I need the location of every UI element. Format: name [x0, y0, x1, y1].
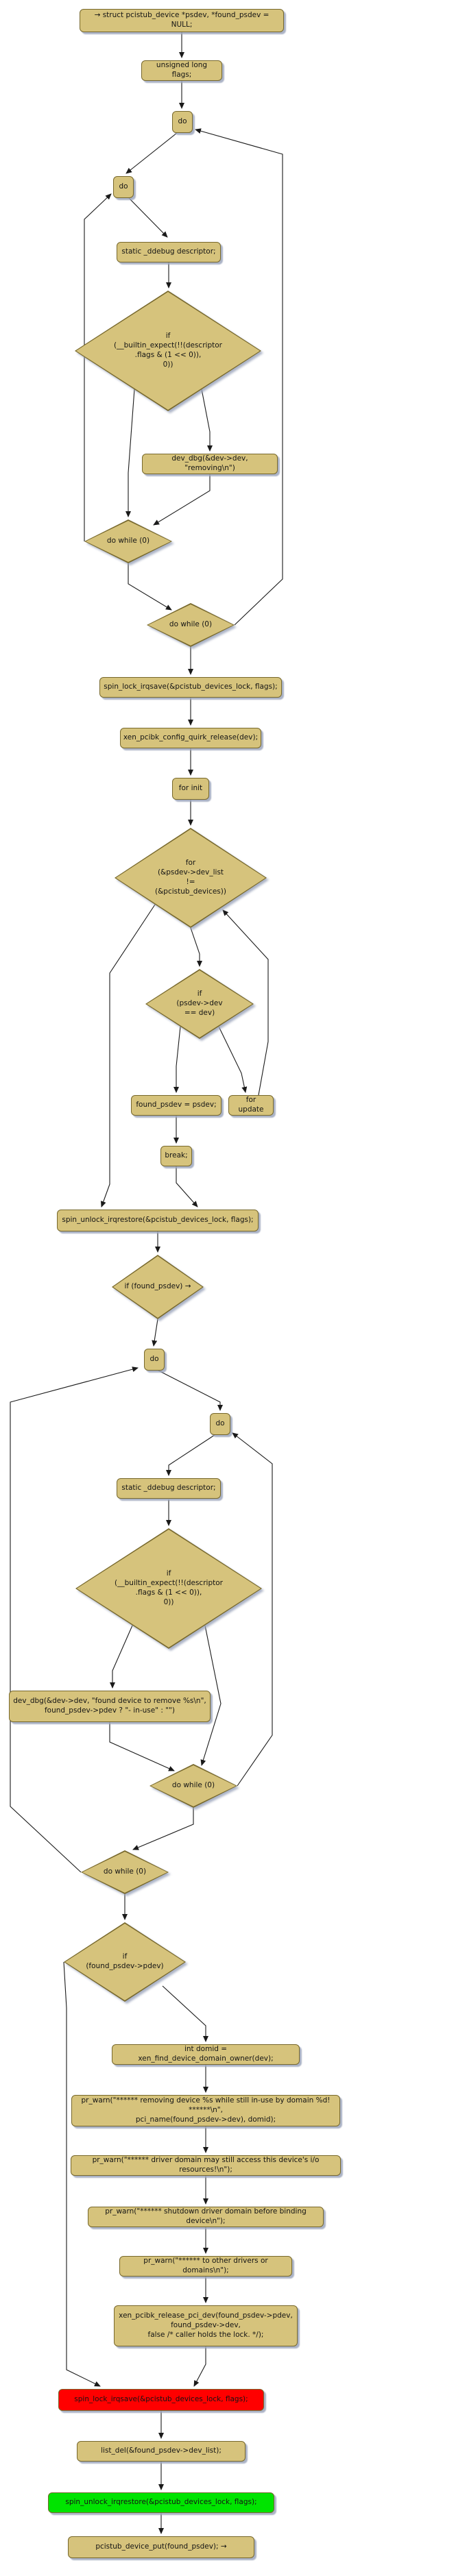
- node-prwarn-shutdown: pr_warn("****** shutdown driver domain b…: [88, 2207, 324, 2227]
- decision-if-found-psdev: if (found_psdev) →: [112, 1255, 204, 1319]
- node-assign-found-psdev: found_psdev = psdev;: [131, 1095, 221, 1116]
- decision-if-builtin-expect-1: if (__builtin_expect(!!(descriptor .flag…: [75, 291, 261, 411]
- node-device-put: pcistub_device_put(found_psdev); →: [68, 2536, 254, 2558]
- node-declare-psdev: → struct pcistub_device *psdev, *found_p…: [80, 9, 284, 32]
- node-do-inner-2: do: [210, 1413, 230, 1435]
- node-do-outer-1: do: [172, 111, 193, 133]
- node-spin-unlock-1: spin_unlock_irqrestore(&pcistub_devices_…: [57, 1210, 259, 1231]
- decision-dowhile-inner-2: do while (0): [149, 1764, 237, 1808]
- node-ddebug-descriptor-2: static _ddebug descriptor;: [117, 1478, 221, 1499]
- node-find-domain-owner: int domid = xen_find_device_domain_owner…: [112, 2044, 300, 2065]
- node-ddebug-descriptor-1: static _ddebug descriptor;: [117, 242, 221, 262]
- node-spin-lock-2-highlight-red: spin_lock_irqsave(&pcistub_devices_lock,…: [58, 2389, 264, 2411]
- node-list-del: list_del(&found_psdev->dev_list);: [77, 2441, 246, 2462]
- node-break: break;: [160, 1146, 192, 1166]
- node-for-update: for update: [228, 1095, 274, 1116]
- node-spin-unlock-2-highlight-green: spin_unlock_irqrestore(&pcistub_devices_…: [48, 2492, 274, 2513]
- decision-dowhile-outer-2: do while (0): [81, 1850, 169, 1894]
- node-prwarn-other-domains: pr_warn("****** to other drivers or doma…: [119, 2256, 292, 2277]
- node-devdbg-found-device: dev_dbg(&dev->dev, "found device to remo…: [9, 1691, 211, 1722]
- decision-dowhile-outer-1: do while (0): [147, 603, 235, 647]
- node-declare-flags: unsigned long flags;: [141, 60, 222, 81]
- node-prwarn-io-resources: pr_warn("****** driver domain may still …: [71, 2155, 341, 2176]
- decision-for-cond: for (&psdev->dev_list != (&pcistub_devic…: [115, 828, 267, 928]
- decision-if-builtin-expect-2: if (__builtin_expect(!!(descriptor .flag…: [75, 1528, 262, 1649]
- decision-if-psdev-dev: if (psdev->dev == dev): [145, 969, 254, 1039]
- node-devdbg-removing: dev_dbg(&dev->dev, "removing\n"): [142, 454, 278, 474]
- node-release-pci-dev: xen_pcibk_release_pci_dev(found_psdev->p…: [114, 2305, 298, 2346]
- decision-if-found-pdev: if (found_psdev->pdev): [64, 1922, 186, 2002]
- node-quirk-release: xen_pcibk_config_quirk_release(dev);: [120, 728, 261, 748]
- node-for-init: for init: [172, 778, 209, 800]
- decision-dowhile-inner-1: do while (0): [84, 519, 172, 563]
- node-spin-lock-1: spin_lock_irqsave(&pcistub_devices_lock,…: [99, 677, 282, 698]
- node-do-inner-1: do: [113, 176, 134, 198]
- node-do-outer-2: do: [144, 1349, 165, 1371]
- node-prwarn-removing: pr_warn("****** removing device %s while…: [71, 2095, 340, 2126]
